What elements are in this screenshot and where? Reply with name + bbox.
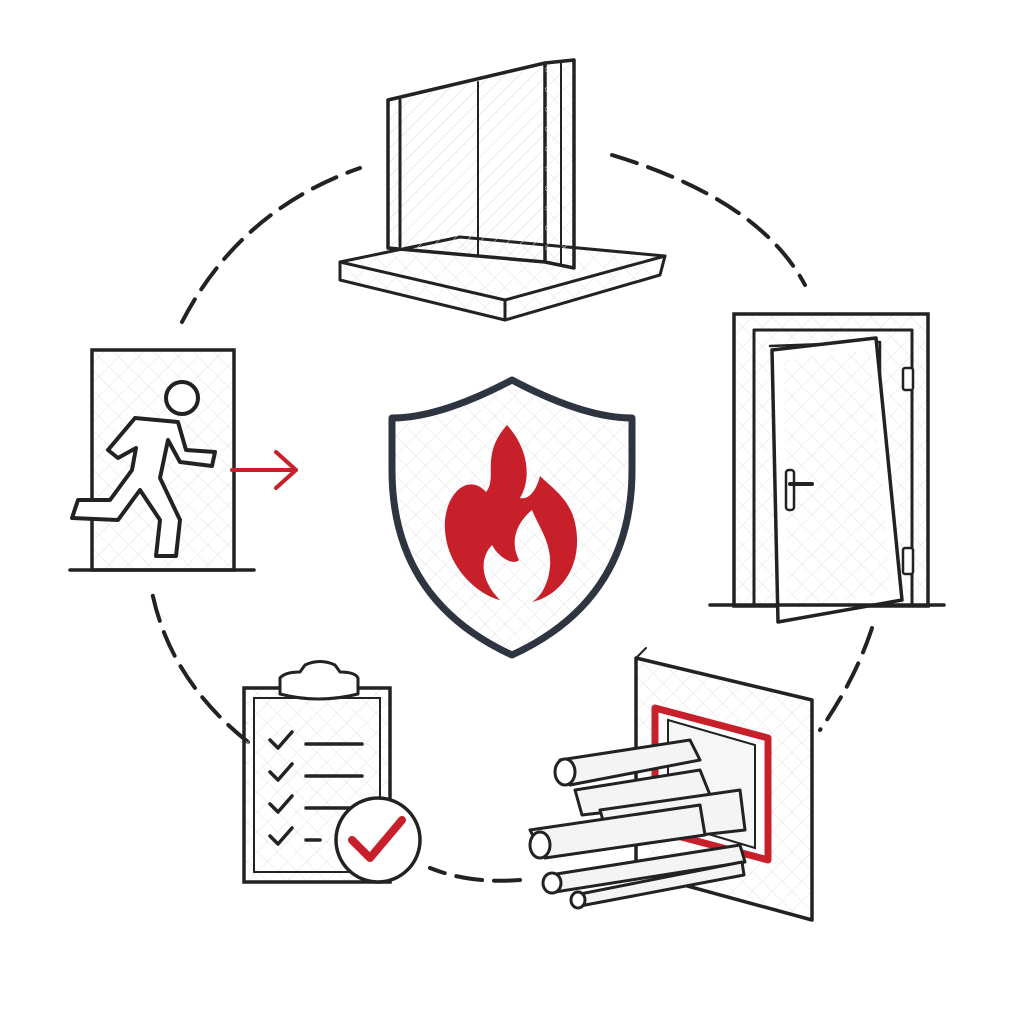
arc-checklist-to-exit xyxy=(150,590,250,744)
emergency-exit-icon xyxy=(68,348,298,572)
arc-seal-to-checklist xyxy=(428,866,522,883)
check-badge-icon xyxy=(334,796,422,884)
exit-arrow-icon xyxy=(230,450,298,490)
shield-flame-icon xyxy=(388,376,636,659)
checklist-items xyxy=(268,730,364,846)
fire-door-icon xyxy=(708,312,946,624)
arc-wall-to-door xyxy=(610,153,807,287)
cycle-connector xyxy=(150,153,874,883)
checklist-clipboard-icon xyxy=(242,660,422,884)
pipe-penetration-seal-icon xyxy=(528,647,814,922)
arc-exit-to-wall xyxy=(180,166,362,324)
flame-icon xyxy=(444,425,578,602)
running-person-icon xyxy=(70,380,217,558)
arc-door-to-seal xyxy=(818,626,874,732)
fire-wall-icon xyxy=(338,58,667,322)
